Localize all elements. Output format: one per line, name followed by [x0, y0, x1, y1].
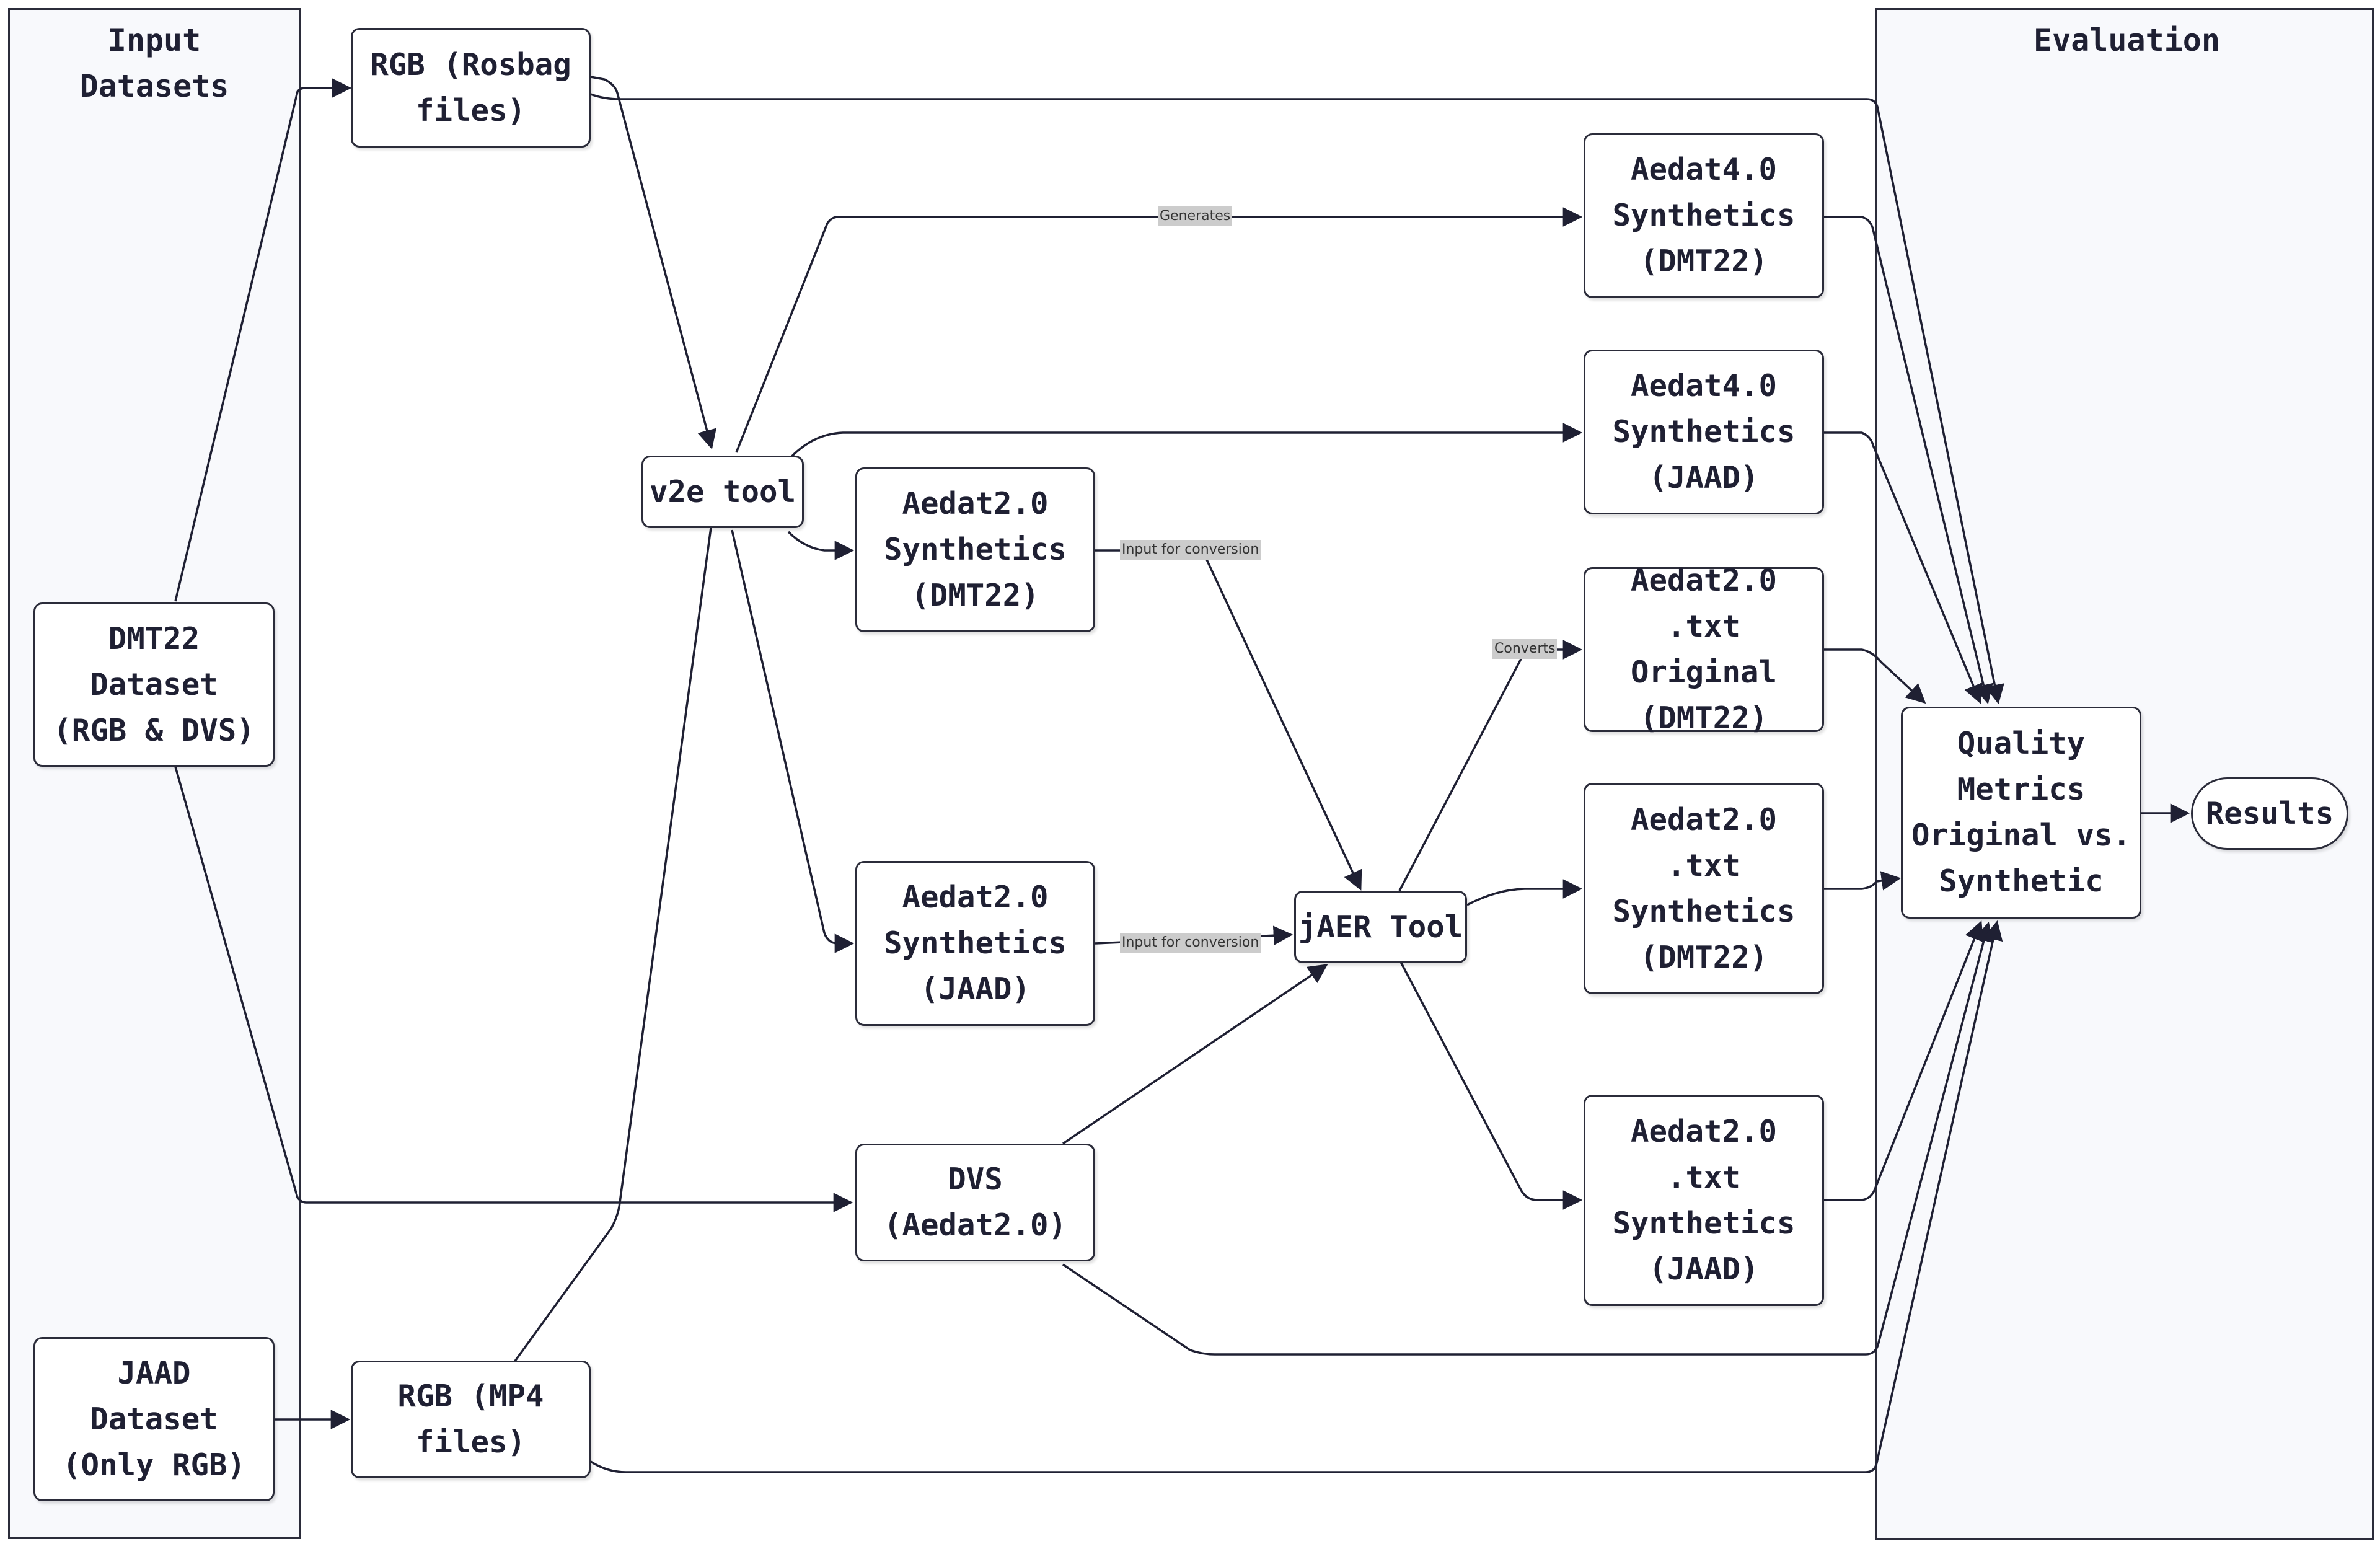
edge-dmt22-to-rgb-rosbag	[174, 78, 352, 602]
node-aedat2-txt-original-dmt22: Aedat2.0 .txt Original (DMT22)	[1584, 563, 1824, 736]
edge-txt-original-to-quality	[1824, 648, 1926, 704]
v2e-tool-label: v2e tool	[649, 474, 796, 510]
node-dmt22-dataset: DMT22 Dataset (RGB & DVS)	[33, 602, 275, 767]
edge-v2e-to-aedat4-jaad	[787, 423, 1583, 461]
node-aedat2-txt-synth-jaad: Aedat2.0 .txt Synthetics (JAAD)	[1584, 1095, 1824, 1306]
edge-rgb-mp4-to-v2e	[513, 488, 723, 1363]
edge-label-converts: Converts	[1492, 639, 1558, 659]
node-results: Results	[2191, 777, 2348, 850]
results-label: Results	[2205, 795, 2334, 831]
rgb-rosbag-label: RGB (Rosbag files)	[370, 46, 571, 128]
edge-label-generates: Generates	[1158, 206, 1233, 226]
rgb-mp4-label: RGB (MP4 files)	[397, 1379, 544, 1460]
node-rgb-rosbag: RGB (Rosbag files)	[351, 28, 591, 148]
jaad-dataset-label: JAAD Dataset (Only RGB)	[62, 1355, 245, 1483]
node-v2e-tool: v2e tool	[641, 456, 804, 528]
aedat2-txt-synth-jaad-label: Aedat2.0 .txt Synthetics (JAAD)	[1612, 1113, 1796, 1287]
edge-aedat4-jaad-to-quality	[1824, 431, 1983, 704]
edge-label-input-for-conversion-dmt22: Input for conversion	[1120, 540, 1261, 560]
node-quality-metrics: Quality Metrics Original vs. Synthetic	[1901, 707, 2141, 919]
edge-aedat2-synth-dmt22-to-jaer	[1095, 549, 1362, 891]
aedat2-txt-synth-dmt22-label: Aedat2.0 .txt Synthetics (DMT22)	[1612, 801, 1796, 975]
node-aedat4-synth-dmt22: Aedat4.0 Synthetics (DMT22)	[1584, 133, 1824, 298]
edge-jaer-to-txt-synth-dmt22	[1466, 879, 1583, 906]
edge-jaer-to-txt-original	[1398, 640, 1583, 891]
node-aedat2-txt-synth-dmt22: Aedat2.0 .txt Synthetics (DMT22)	[1584, 783, 1824, 994]
node-jaad-dataset: JAAD Dataset (Only RGB)	[33, 1337, 275, 1501]
edge-jaer-to-txt-synth-jaad	[1399, 961, 1583, 1210]
aedat2-txt-original-dmt22-label: Aedat2.0 .txt Original (DMT22)	[1630, 563, 1777, 736]
edge-dvs-to-jaer	[1062, 964, 1328, 1145]
input-datasets-group: Input Datasets	[8, 8, 301, 1539]
node-jaer-tool: jAER Tool	[1294, 891, 1467, 963]
edge-rgb-rosbag-to-v2e	[590, 76, 716, 450]
input-datasets-title: Input Datasets	[79, 22, 229, 104]
edge-txt-synth-dmt22-to-quality	[1824, 871, 1902, 891]
node-dvs-aedat2: DVS (Aedat2.0)	[855, 1144, 1095, 1261]
edge-v2e-to-aedat4-dmt22	[735, 207, 1583, 453]
edge-aedat4-dmt22-to-quality	[1824, 216, 1993, 705]
node-aedat2-synth-jaad: Aedat2.0 Synthetics (JAAD)	[855, 861, 1095, 1026]
aedat2-synth-jaad-label: Aedat2.0 Synthetics (JAAD)	[883, 880, 1067, 1007]
edge-txt-synth-jaad-to-quality	[1824, 920, 1984, 1201]
dvs-aedat2-label: DVS (Aedat2.0)	[883, 1162, 1067, 1243]
edge-v2e-to-aedat2-synth-jaad	[731, 529, 855, 953]
edge-rgb-rosbag-to-quality	[590, 93, 2004, 705]
node-rgb-mp4: RGB (MP4 files)	[351, 1361, 591, 1478]
edge-label-input-for-conversion-jaad: Input for conversion	[1120, 933, 1261, 953]
edge-rgb-mp4-to-quality	[590, 920, 2003, 1473]
node-aedat2-synth-dmt22: Aedat2.0 Synthetics (DMT22)	[855, 467, 1095, 632]
edge-dvs-to-quality	[1062, 921, 1994, 1356]
quality-metrics-label: Quality Metrics Original vs. Synthetic	[1911, 726, 2131, 899]
evaluation-title: Evaluation	[2033, 22, 2221, 58]
edge-v2e-to-aedat2-synth-dmt22	[787, 531, 855, 560]
jaer-tool-label: jAER Tool	[1298, 909, 1463, 945]
node-aedat4-synth-jaad: Aedat4.0 Synthetics (JAAD)	[1584, 350, 1824, 514]
aedat4-synth-dmt22-label: Aedat4.0 Synthetics (DMT22)	[1612, 152, 1796, 279]
edge-dmt22-to-dvs	[174, 766, 853, 1212]
aedat4-synth-jaad-label: Aedat4.0 Synthetics (JAAD)	[1612, 368, 1796, 495]
aedat2-synth-dmt22-label: Aedat2.0 Synthetics (DMT22)	[883, 486, 1067, 613]
dmt22-dataset-label: DMT22 Dataset (RGB & DVS)	[53, 620, 255, 748]
